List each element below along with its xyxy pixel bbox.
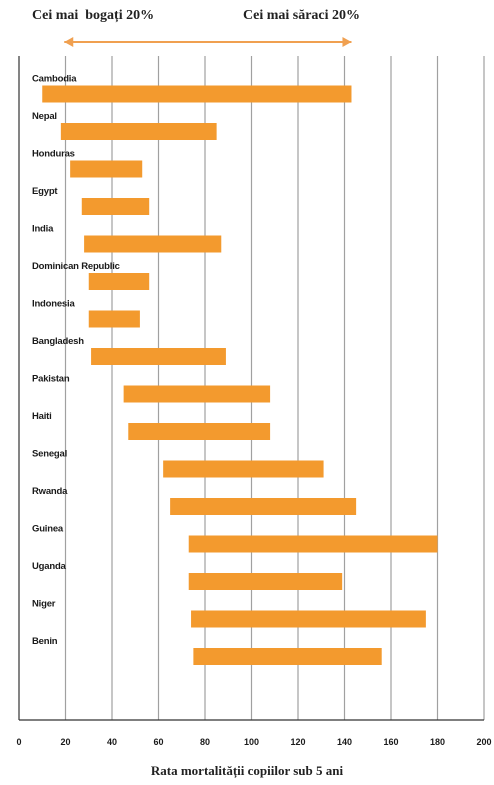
range-bar bbox=[88, 273, 150, 290]
category-label: Bangladesh bbox=[32, 336, 84, 347]
category-label: Rwanda bbox=[32, 486, 68, 497]
range-bar bbox=[193, 648, 382, 665]
range-bar bbox=[191, 610, 426, 628]
richest-label: Cei mai bogați 20% bbox=[32, 8, 155, 23]
x-tick-label: 140 bbox=[337, 737, 352, 747]
x-tick-label: 20 bbox=[60, 737, 70, 747]
category-label: India bbox=[32, 224, 54, 235]
x-tick-label: 100 bbox=[244, 737, 259, 747]
category-label: Nepal bbox=[32, 111, 57, 122]
category-label: Dominican Republic bbox=[32, 261, 120, 272]
range-bar bbox=[88, 310, 140, 328]
range-bar bbox=[81, 198, 150, 215]
x-axis-label: Rata mortalității copiilor sub 5 ani bbox=[150, 763, 344, 778]
category-label: Pakistan bbox=[32, 374, 70, 385]
range-bar bbox=[170, 498, 357, 515]
x-tick-label: 0 bbox=[16, 737, 21, 747]
category-label: Senegal bbox=[32, 449, 67, 460]
x-tick-label: 80 bbox=[200, 737, 210, 747]
range-bar bbox=[128, 423, 271, 440]
category-label: Haiti bbox=[32, 411, 52, 422]
legend-arrow-left-head bbox=[64, 37, 74, 47]
range-bar bbox=[84, 235, 222, 253]
category-label: Indonesia bbox=[32, 299, 75, 310]
range-bar bbox=[123, 385, 271, 403]
x-tick-label: 60 bbox=[153, 737, 163, 747]
x-tick-label: 120 bbox=[290, 737, 305, 747]
range-bar bbox=[163, 460, 324, 478]
plot-area: 0 20 40 60 80 100 120 140 160 180 200 CambodiaNepal… bbox=[16, 37, 492, 747]
x-tick-label: 160 bbox=[383, 737, 398, 747]
range-bar bbox=[188, 535, 438, 553]
poorest-label: Cei mai săraci 20% bbox=[243, 8, 361, 23]
range-bar bbox=[70, 160, 143, 178]
range-bar bbox=[188, 573, 343, 590]
x-tick-label: 40 bbox=[107, 737, 117, 747]
legend-arrow-right-head bbox=[342, 37, 352, 47]
category-label: Guinea bbox=[32, 524, 64, 535]
x-tick-label: 200 bbox=[476, 737, 491, 747]
range-bar bbox=[42, 85, 352, 103]
category-label: Cambodia bbox=[32, 74, 77, 85]
range-bar bbox=[60, 123, 217, 140]
category-label: Benin bbox=[32, 636, 58, 647]
category-label: Uganda bbox=[32, 561, 67, 572]
category-label: Egypt bbox=[32, 186, 58, 197]
category-label: Honduras bbox=[32, 149, 75, 160]
range-bar bbox=[91, 348, 226, 365]
x-tick-label: 180 bbox=[430, 737, 445, 747]
category-label: Niger bbox=[32, 599, 56, 610]
